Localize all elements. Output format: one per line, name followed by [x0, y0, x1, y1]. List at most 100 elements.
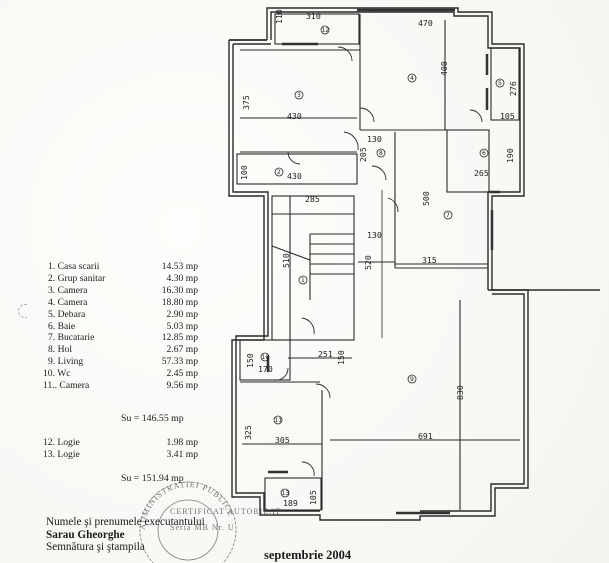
legend-row: 12. Logie 1.98 mp: [43, 437, 198, 449]
svg-text:9: 9: [410, 376, 414, 383]
svg-text:130: 130: [367, 134, 382, 144]
svg-text:276: 276: [508, 81, 518, 96]
svg-text:430: 430: [287, 171, 302, 181]
svg-text:190: 190: [505, 148, 515, 163]
loggia-area: 1.98 mp: [166, 437, 198, 448]
legend-row: 13. Logie 3.41 mp: [43, 449, 198, 461]
svg-text:310: 310: [306, 11, 321, 21]
svg-text:12: 12: [322, 27, 330, 34]
legend-row: 8. Hol 2.67 mp: [48, 344, 198, 356]
room-area: 14.53 mp: [161, 261, 198, 272]
room-area: 18.80 mp: [161, 296, 198, 308]
loggia-label: 13. Logie: [43, 448, 80, 460]
svg-text:430: 430: [287, 111, 302, 121]
total-area: Su = 151.94 mp: [121, 473, 184, 484]
svg-text:10: 10: [262, 354, 270, 361]
legend-row: 1. Casa scarii 14.53 mp: [48, 261, 198, 273]
svg-text:305: 305: [275, 435, 290, 445]
svg-text:4: 4: [410, 75, 414, 82]
legend-row: 7. Bucatarie 12.85 mp: [48, 332, 198, 344]
svg-text:6: 6: [482, 150, 486, 157]
svg-text:150: 150: [336, 350, 346, 365]
svg-text:5: 5: [498, 80, 502, 87]
executant-label: Numele şi prenumele executantului: [46, 516, 205, 528]
legend-row: 9. Living 57.33 mp: [48, 356, 198, 368]
loggia-label: 12. Logie: [43, 437, 80, 448]
svg-text:11: 11: [275, 417, 283, 424]
svg-text:170: 170: [258, 364, 273, 374]
svg-text:3: 3: [297, 92, 301, 99]
executant-name: Sarau Gheorghe: [46, 528, 125, 541]
svg-text:315: 315: [422, 255, 437, 265]
room-markers: 12 3 4 5 6 8 2 7 1 10 9 11 13: [260, 25, 505, 498]
room-label: 7. Bucatarie: [48, 332, 95, 344]
room-area: 2.67 mp: [166, 344, 198, 356]
svg-text:2: 2: [277, 169, 281, 176]
document-date: septembrie 2004: [264, 548, 352, 562]
svg-text:Seria MB Nr. U: Seria MB Nr. U: [170, 523, 235, 532]
svg-text:7: 7: [446, 212, 450, 219]
svg-text:189: 189: [283, 498, 298, 508]
room-area-legend: 1. Casa scarii 14.53 mp 2. Grup sanitar 4.…: [43, 261, 198, 392]
svg-text:205: 205: [358, 147, 368, 162]
outer-walls: [228, 7, 600, 521]
svg-text:251: 251: [318, 349, 333, 359]
room-label: 2. Grup sanitar: [48, 272, 106, 284]
room-label: 1. Casa scarii: [48, 261, 100, 272]
room-label: 10. Wc: [43, 368, 71, 380]
svg-text:13: 13: [282, 490, 290, 497]
room-area: 16.30 mp: [161, 284, 198, 296]
room-label: 6. Baie: [48, 320, 76, 332]
legend-row: 6. Baie 5.03 mp: [48, 321, 198, 333]
svg-text:325: 325: [243, 425, 253, 440]
interior-walls: [236, 13, 520, 511]
svg-text:500: 500: [421, 191, 431, 206]
svg-text:265: 265: [474, 168, 489, 178]
room-area: 57.33 mp: [161, 356, 198, 368]
svg-text:110: 110: [274, 9, 284, 24]
svg-text:150: 150: [245, 353, 255, 368]
svg-text:691: 691: [418, 431, 433, 441]
subtotal-area: Su = 146.55 mp: [121, 413, 184, 424]
loggia-area: 3.41 mp: [166, 448, 198, 460]
room-label: 8. Hol: [48, 344, 72, 356]
room-label: 5. Debara: [48, 308, 86, 320]
svg-text:400: 400: [439, 61, 449, 76]
svg-text:510: 510: [281, 253, 291, 268]
room-label: 3. Camera: [48, 284, 88, 296]
svg-text:100: 100: [239, 165, 249, 180]
signature-block: Numele şi prenumele executantului Sarau …: [46, 516, 205, 554]
svg-text:105: 105: [500, 111, 515, 121]
room-label: 11.. Camera: [43, 380, 90, 392]
svg-text:520: 520: [363, 255, 373, 270]
room-area: 5.03 mp: [166, 320, 198, 332]
dimension-labels: 310 110 470 400 276 105 375 430 130 205 …: [239, 9, 518, 508]
legend-row: 11.. Camera 9.56 mp: [43, 380, 198, 392]
room-label: 4. Camera: [48, 296, 88, 308]
legend-row: 5. Debara 2.90 mp: [48, 309, 198, 321]
svg-text:470: 470: [418, 18, 433, 28]
legend-row: 2. Grup sanitar 4.30 mp: [48, 273, 198, 285]
signature-stamp-label: Semnătura şi ştampila: [46, 541, 145, 553]
scan-artifact: [18, 304, 27, 318]
room-area: 9.56 mp: [166, 380, 198, 392]
svg-text:375: 375: [241, 95, 251, 110]
room-area: 4.30 mp: [166, 272, 198, 284]
svg-text:8: 8: [379, 150, 383, 157]
svg-text:130: 130: [367, 230, 382, 240]
svg-text:CERTIFICAT AUTORIZAT: CERTIFICAT AUTORIZAT: [170, 507, 281, 516]
room-label: 9. Living: [48, 356, 84, 368]
room-area: 2.90 mp: [166, 308, 198, 320]
loggia-legend: 12. Logie 1.98 mp 13. Logie 3.41 mp: [43, 437, 198, 461]
legend-row: 3. Camera 16.30 mp: [48, 285, 198, 297]
svg-text:1: 1: [301, 277, 305, 284]
svg-text:285: 285: [305, 194, 320, 204]
windows: [266, 8, 500, 515]
room-area: 12.85 mp: [161, 332, 198, 344]
svg-text:105: 105: [308, 490, 318, 505]
legend-row: 4. Camera 18.80 mp: [48, 297, 198, 309]
svg-text:830: 830: [455, 385, 465, 400]
